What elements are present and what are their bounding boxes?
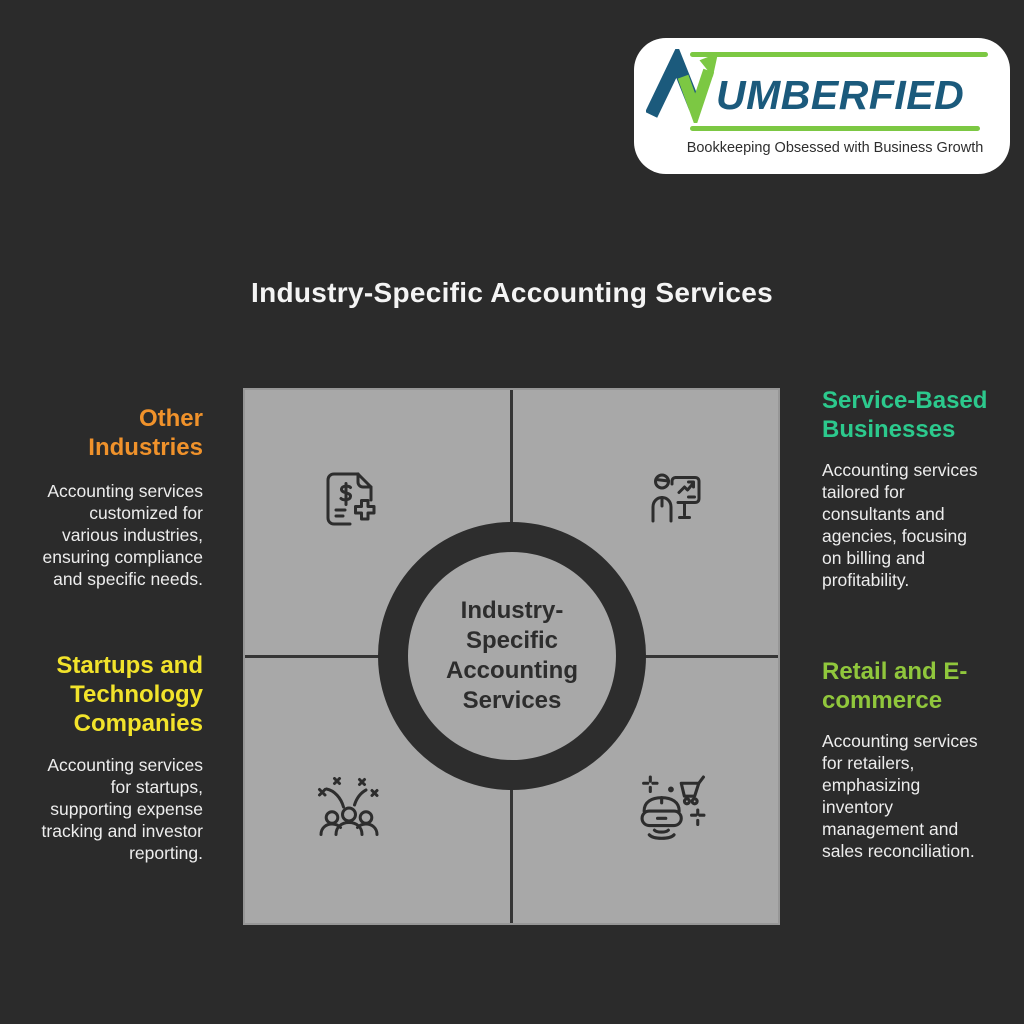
center-label: Industry- Specific Accounting Services (446, 597, 578, 714)
section-heading-startups-technology: Startups and Technology Companies (56, 652, 203, 737)
page-title: Industry-Specific Accounting Services (251, 277, 773, 308)
section-heading-other-industries: Other Industries (88, 405, 203, 461)
section-heading-service-based: Service-Based Businesses (822, 387, 988, 443)
brand-wordmark: UMBERFIED (716, 72, 965, 118)
logo-bottom-bar (690, 126, 980, 131)
section-description-other-industries: Accounting services customized for vario… (42, 481, 203, 589)
team-celebration-icon (316, 777, 382, 841)
logo-card: UMBERFIED Bookkeeping Obsessed with Busi… (634, 38, 1010, 174)
center-circle: Industry- Specific Accounting Services (378, 522, 646, 790)
section-description-retail-ecommerce: Accounting services for retailers, empha… (822, 731, 978, 861)
logo-top-bar (690, 52, 988, 57)
vr-shopping-icon (640, 775, 706, 841)
section-description-startups-technology: Accounting services for startups, suppor… (41, 755, 203, 863)
section-description-service-based: Accounting services tailored for consult… (822, 460, 978, 590)
section-heading-retail-ecommerce: Retail and E-commerce (822, 658, 968, 714)
numberfied-logo-icon (646, 49, 718, 123)
medical-invoice-icon (317, 467, 381, 531)
presentation-growth-icon (642, 468, 706, 532)
quadrant-diagram: Industry- Specific Accounting Services (243, 388, 780, 925)
logo-tagline: Bookkeeping Obsessed with Business Growt… (686, 140, 984, 156)
